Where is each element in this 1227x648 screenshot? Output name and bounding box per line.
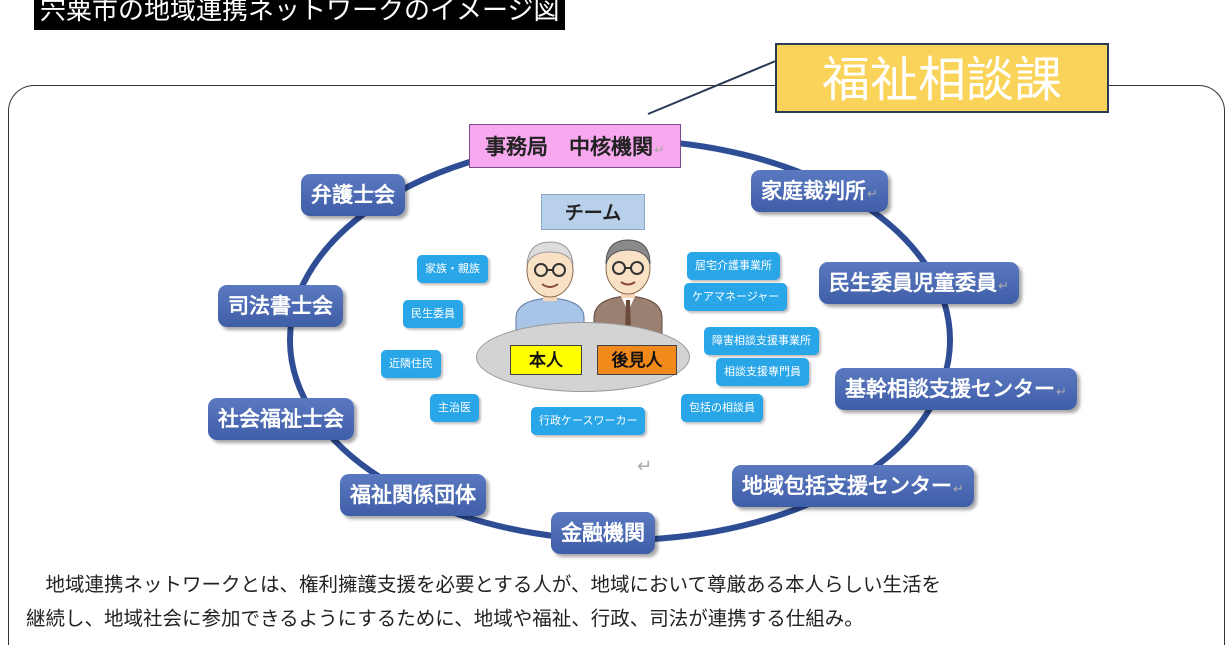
return-mark: ↵ bbox=[867, 187, 878, 202]
org-label: 金融機関 bbox=[561, 521, 645, 545]
org-shihoshoshikai: 司法書士会 bbox=[218, 285, 343, 327]
org-label: 地域包括支援センター bbox=[742, 474, 952, 498]
org-kateisaibansho: 家庭裁判所↵ bbox=[751, 170, 888, 212]
return-mark: ↵ bbox=[998, 279, 1009, 294]
org-minsei-jido: 民生委員児童委員↵ bbox=[819, 262, 1019, 304]
description-line-1: 地域連携ネットワークとは、権利擁護支援を必要とする人が、地域において尊厳ある本人… bbox=[45, 573, 941, 596]
org-label: 社会福祉士会 bbox=[218, 407, 344, 431]
member-kinrin: 近隣住民 bbox=[381, 350, 441, 378]
org-label: 基幹相談支援センター bbox=[845, 377, 1055, 401]
callout-line bbox=[647, 59, 779, 115]
member-shujii: 主治医 bbox=[430, 394, 479, 422]
member-shogai-soudan: 障害相談支援事業所 bbox=[704, 327, 819, 355]
team-label: チーム bbox=[541, 194, 645, 230]
secretariat-label: 事務局 中核機関 bbox=[485, 135, 654, 159]
org-kinyu-kikan: 金融機関 bbox=[551, 512, 655, 554]
guardian-label: 後見人 bbox=[597, 345, 677, 375]
description-line-2: 継続し、地域社会に参加できるようにするために、地域や福祉、行政、司法が連携する仕… bbox=[26, 607, 864, 630]
org-label: 家庭裁判所 bbox=[761, 179, 866, 203]
org-label: 福祉関係団体 bbox=[350, 483, 476, 507]
org-label: 司法書士会 bbox=[228, 294, 333, 318]
description-text: 地域連携ネットワークとは、権利擁護支援を必要とする人が、地域において尊厳ある本人… bbox=[26, 568, 1216, 636]
org-bengoshikai: 弁護士会 bbox=[301, 174, 405, 216]
org-label: 民生委員児童委員 bbox=[829, 271, 997, 295]
org-kikan-soudan: 基幹相談支援センター↵ bbox=[835, 368, 1077, 410]
org-shakaifukushishikai: 社会福祉士会 bbox=[208, 398, 354, 440]
department-callout: 福祉相談課 bbox=[775, 43, 1109, 113]
member-minsei: 民生委員 bbox=[403, 300, 463, 328]
org-label: 弁護士会 bbox=[311, 183, 395, 207]
member-houkatsu-soudan: 包括の相談員 bbox=[681, 394, 763, 422]
member-gyosei-cw: 行政ケースワーカー bbox=[531, 407, 646, 435]
member-soudan-senmon: 相談支援専門員 bbox=[716, 358, 809, 386]
page-title: 宍粟市の地域連携ネットワークのイメージ図 bbox=[34, 0, 566, 30]
return-mark: ↵ bbox=[1056, 385, 1067, 400]
member-kazoku: 家族・親族 bbox=[417, 255, 488, 283]
org-chiiki-houkatsu: 地域包括支援センター↵ bbox=[732, 465, 974, 507]
secretariat-box: 事務局 中核機関↵ bbox=[469, 124, 681, 168]
return-mark: ↵ bbox=[953, 482, 964, 497]
diagram-frame bbox=[8, 85, 1225, 645]
member-kyotaku: 居宅介護事業所 bbox=[687, 252, 780, 280]
principal-label: 本人 bbox=[510, 345, 582, 375]
return-mark: ↵ bbox=[637, 456, 653, 477]
member-caremanager: ケアマネージャー bbox=[684, 283, 788, 311]
return-mark: ↵ bbox=[654, 143, 665, 158]
org-fukushi-dantai: 福祉関係団体 bbox=[340, 474, 486, 516]
